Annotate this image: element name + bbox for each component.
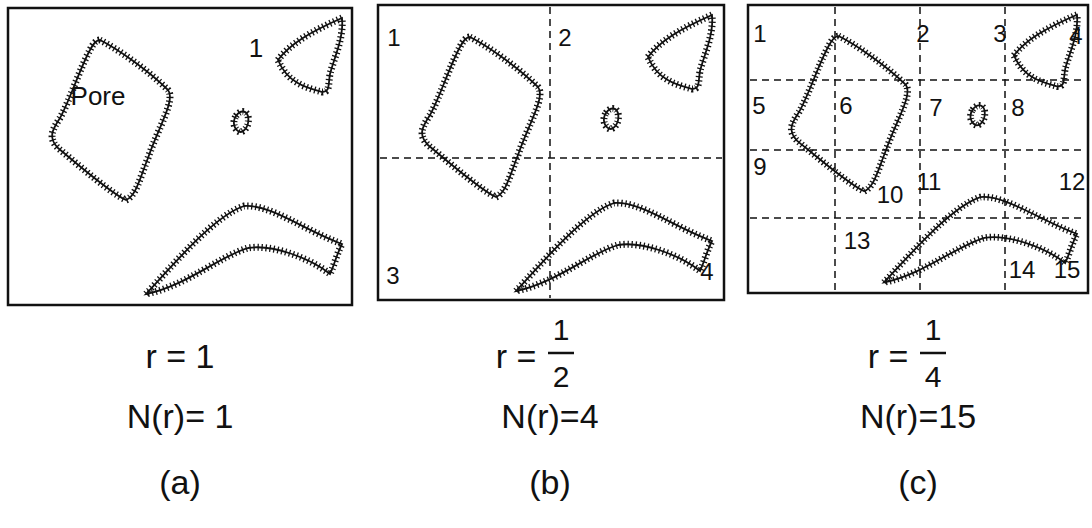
box-number: 2 [916, 22, 929, 46]
box-number: 1 [249, 35, 263, 61]
box-number: 5 [752, 94, 765, 118]
scale-caption: r = [496, 339, 537, 373]
box-number: 15 [1054, 258, 1081, 282]
count-caption: N(r)=4 [501, 399, 598, 433]
fraction-numerator: 1 [925, 315, 942, 345]
panel-letter: (a) [159, 465, 201, 499]
fraction-denominator: 4 [925, 362, 942, 392]
box-number: 3 [386, 264, 399, 288]
fraction-denominator: 2 [553, 362, 570, 392]
box-number: 12 [1059, 170, 1086, 194]
box-number: 14 [1009, 258, 1036, 282]
scale-caption: r = 1 [146, 339, 215, 373]
box-number: 8 [1011, 96, 1024, 120]
count-caption: N(r)=15 [860, 399, 976, 433]
box-number: 4 [700, 260, 713, 284]
box-number: 1 [753, 22, 766, 46]
box-number: 3 [993, 22, 1006, 46]
box-number: 2 [558, 26, 571, 50]
box-number: 10 [877, 183, 904, 207]
scale-caption: r = [868, 339, 909, 373]
panel-letter: (b) [529, 465, 571, 499]
box-number: 4 [1069, 24, 1082, 48]
box-number: 1 [387, 26, 400, 50]
panel-letter: (c) [898, 465, 938, 499]
box-number: 13 [844, 229, 871, 253]
box-number: 6 [839, 94, 852, 118]
fraction-numerator: 1 [553, 315, 570, 345]
box-number: 7 [929, 96, 942, 120]
box-number: 9 [753, 155, 766, 179]
pore-label: Pore [71, 83, 126, 109]
count-caption: N(r)= 1 [127, 399, 234, 433]
box-number: 11 [917, 170, 942, 194]
